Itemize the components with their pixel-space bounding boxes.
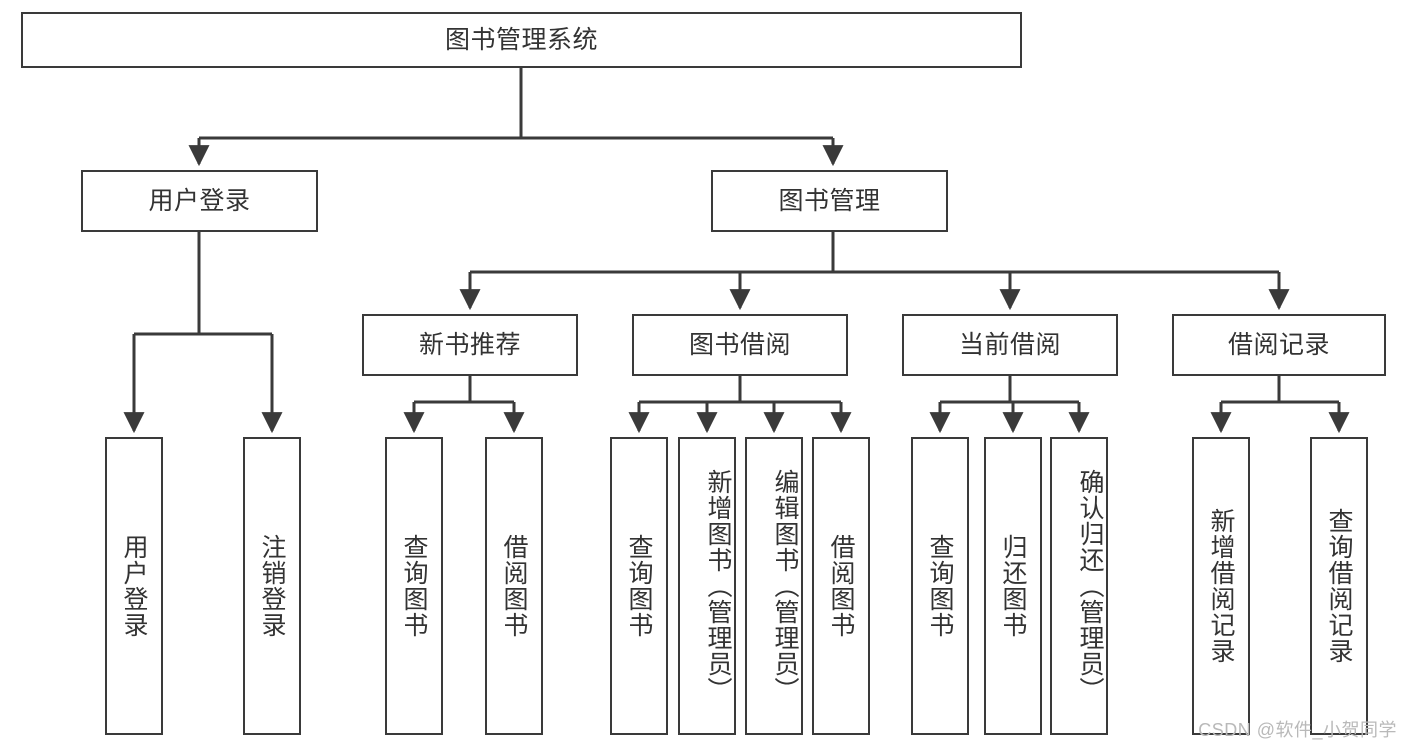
leaf-logout[interactable]: 注销登录 bbox=[243, 437, 301, 735]
leaf-query-book-current-label: 查询图书 bbox=[926, 534, 954, 638]
leaf-query-book-newbook[interactable]: 查询图书 bbox=[385, 437, 443, 735]
leaf-borrow-book-newbook-label: 借阅图书 bbox=[500, 534, 528, 638]
leaf-query-book-borrow[interactable]: 查询图书 bbox=[610, 437, 668, 735]
leaf-logout-label: 注销登录 bbox=[258, 534, 286, 638]
leaf-edit-book-admin[interactable]: 编辑图书（管理员） bbox=[745, 437, 803, 735]
leaf-edit-book-admin-label: 编辑图书（管理员） bbox=[771, 469, 799, 703]
node-new-book-recommend-label: 新书推荐 bbox=[418, 331, 521, 359]
leaf-query-book-borrow-label: 查询图书 bbox=[625, 534, 653, 638]
node-book-borrow[interactable]: 图书借阅 bbox=[632, 314, 848, 376]
node-current-borrow-label: 当前借阅 bbox=[958, 331, 1061, 359]
node-user-login[interactable]: 用户登录 bbox=[81, 170, 318, 232]
leaf-add-book-admin[interactable]: 新增图书（管理员） bbox=[678, 437, 736, 735]
leaf-query-borrow-record[interactable]: 查询借阅记录 bbox=[1310, 437, 1368, 735]
leaf-return-book[interactable]: 归还图书 bbox=[984, 437, 1042, 735]
leaf-borrow-book[interactable]: 借阅图书 bbox=[812, 437, 870, 735]
leaf-query-book-newbook-label: 查询图书 bbox=[400, 534, 428, 638]
leaf-query-book-current[interactable]: 查询图书 bbox=[911, 437, 969, 735]
node-current-borrow[interactable]: 当前借阅 bbox=[902, 314, 1118, 376]
leaf-user-login-label: 用户登录 bbox=[120, 534, 148, 638]
leaf-confirm-return-admin-label: 确认归还（管理员） bbox=[1076, 469, 1104, 703]
leaf-query-borrow-record-label: 查询借阅记录 bbox=[1325, 508, 1353, 664]
node-root-label: 图书管理系统 bbox=[444, 26, 598, 54]
node-new-book-recommend[interactable]: 新书推荐 bbox=[362, 314, 578, 376]
leaf-add-book-admin-label: 新增图书（管理员） bbox=[704, 469, 732, 703]
leaf-borrow-book-label: 借阅图书 bbox=[827, 534, 855, 638]
node-book-management-label: 图书管理 bbox=[778, 187, 881, 215]
leaf-return-book-label: 归还图书 bbox=[999, 534, 1027, 638]
node-user-login-label: 用户登录 bbox=[148, 187, 251, 215]
leaf-user-login[interactable]: 用户登录 bbox=[105, 437, 163, 735]
leaf-borrow-book-newbook[interactable]: 借阅图书 bbox=[485, 437, 543, 735]
leaf-confirm-return-admin[interactable]: 确认归还（管理员） bbox=[1050, 437, 1108, 735]
node-book-borrow-label: 图书借阅 bbox=[688, 331, 791, 359]
leaf-add-borrow-record-label: 新增借阅记录 bbox=[1207, 508, 1235, 664]
node-root-system[interactable]: 图书管理系统 bbox=[21, 12, 1022, 68]
leaf-add-borrow-record[interactable]: 新增借阅记录 bbox=[1192, 437, 1250, 735]
watermark-text: CSDN @软件_小贺同学 bbox=[1198, 720, 1397, 740]
node-book-management[interactable]: 图书管理 bbox=[711, 170, 948, 232]
node-borrow-record-label: 借阅记录 bbox=[1227, 331, 1330, 359]
node-borrow-record[interactable]: 借阅记录 bbox=[1172, 314, 1386, 376]
